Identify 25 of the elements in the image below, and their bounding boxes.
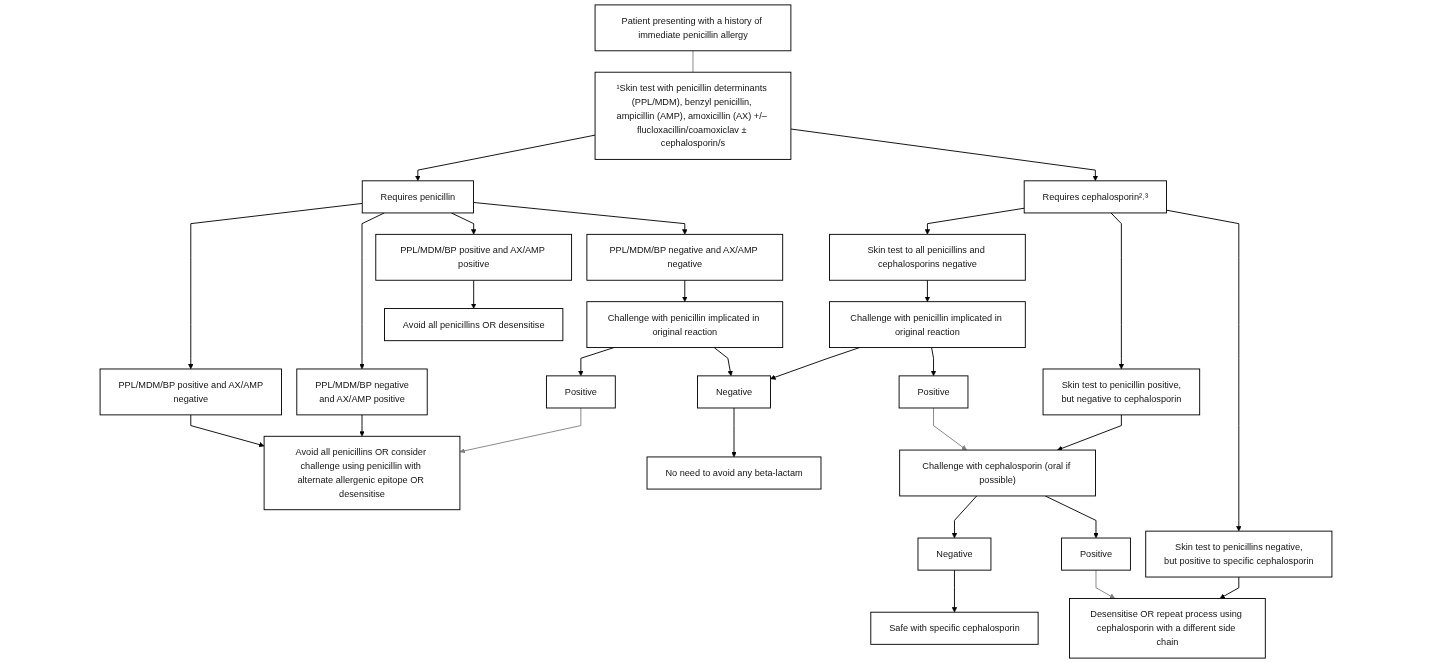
node-box: PPL/MDM/BP negative and AX/AMP positive (296, 368, 428, 416)
node-box: Skin test to penicillin positive, but negative to cephalosporin (1042, 368, 1201, 416)
node-box: Requires cephalosporin²˒³ (1023, 180, 1167, 214)
node-box: PPL/MDM/BP positive and AX/AMP positive (375, 233, 573, 281)
node-box: PPL/MDM/BP negative and AX/AMP negative (586, 233, 784, 281)
node-box: Avoid all penicillins OR desensitise (384, 308, 564, 342)
node-box: No need to avoid any beta-lactam (646, 456, 822, 490)
connector (692, 50, 694, 73)
node-box: Positive (898, 375, 969, 409)
node-box: Requires penicillin (361, 180, 474, 214)
node-box: Negative (697, 375, 771, 409)
node-box: Skin test to penicillins negative, but positive to specific cephalosporin (1145, 530, 1333, 578)
node-box: Challenge with cephalosporin (oral if possible) (899, 449, 1096, 497)
node-box: Challenge with penicillin implicated in original reaction (829, 301, 1026, 348)
node-box: ¹Skin test with penicillin determinants (PPL/MDM), benzyl penicillin, ampicillin (AMP), amoxicillin (AX) +/– flucloxacillin/coamoxiclav ± cephalosporin/s (594, 71, 792, 160)
node-box: Positive (1061, 537, 1131, 571)
node-box: Skin test to all penicillins and cephalosporins negative (829, 233, 1026, 281)
node-box: Desensitise OR repeat process using cephalosporin with a different side chain (1069, 598, 1266, 659)
node-box: Negative (917, 537, 992, 571)
node-box: Safe with specific cephalosporin (870, 611, 1039, 645)
node-box: Avoid all penicillins OR consider challenge using penicillin with alternate allergenic epitope OR desensitise (263, 435, 461, 511)
node-box: Positive (546, 375, 616, 409)
node-box: Challenge with penicillin implicated in original reaction (586, 301, 784, 348)
node-box: PPL/MDM/BP positive and AX/AMP negative (99, 368, 282, 416)
node-box: Patient presenting with a history of immediate penicillin allergy (594, 4, 792, 52)
